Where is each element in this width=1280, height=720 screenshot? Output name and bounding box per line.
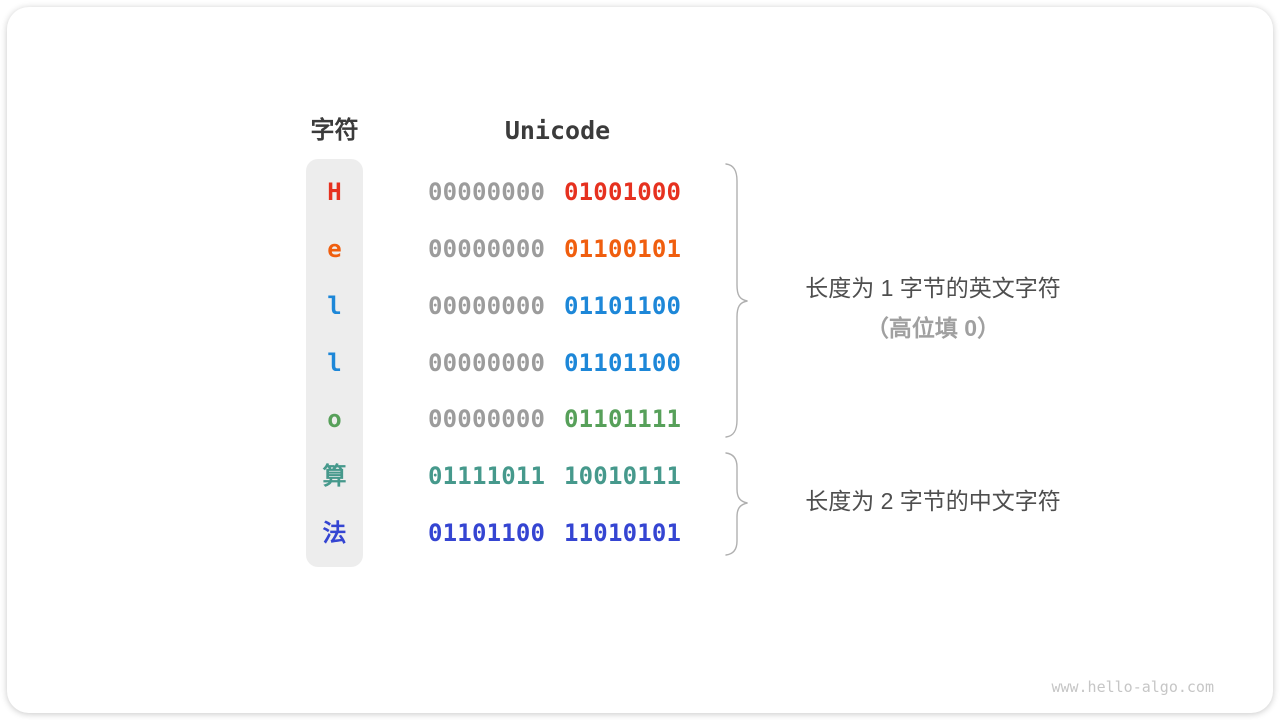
- table-row: 算 01111011 10010111: [0, 458, 1280, 494]
- char-cell: l: [327, 349, 342, 377]
- unicode-high-byte: 00000000: [428, 349, 546, 377]
- annotation-line: 长度为 1 字节的英文字符: [805, 275, 1061, 301]
- unicode-low-byte: 01101100: [564, 292, 682, 320]
- table-row: 法 01101100 11010101: [0, 515, 1280, 551]
- char-cell: e: [327, 235, 342, 263]
- char-cell: H: [327, 178, 342, 206]
- table-row: o 00000000 01101111: [0, 401, 1280, 437]
- annotation-line-muted: （高位填 0）: [865, 315, 1001, 341]
- unicode-high-byte: 01111011: [428, 462, 546, 490]
- char-cell: l: [327, 292, 342, 320]
- table-row: l 00000000 01101100: [0, 345, 1280, 381]
- annotation-chinese-chars: 长度为 2 字节的中文字符: [748, 486, 1118, 516]
- column-header-char: 字符: [310, 117, 359, 144]
- annotation-english-chars: 长度为 1 字节的英文字符 （高位填 0）: [748, 268, 1118, 348]
- unicode-low-byte: 11010101: [564, 519, 682, 547]
- char-cell: 法: [322, 519, 347, 547]
- annotation-line: 长度为 2 字节的中文字符: [805, 488, 1061, 514]
- unicode-low-byte: 01100101: [564, 235, 682, 263]
- unicode-high-byte: 00000000: [428, 178, 546, 206]
- table-row: H 00000000 01001000: [0, 174, 1280, 210]
- table-row: e 00000000 01100101: [0, 231, 1280, 267]
- unicode-high-byte: 01101100: [428, 519, 546, 547]
- diagram-card: [7, 7, 1273, 713]
- unicode-high-byte: 00000000: [428, 235, 546, 263]
- char-column-background: [306, 159, 363, 567]
- unicode-low-byte: 10010111: [564, 462, 682, 490]
- column-header-unicode: Unicode: [504, 116, 611, 145]
- char-cell: 算: [322, 462, 347, 490]
- unicode-low-byte: 01001000: [564, 178, 682, 206]
- watermark-url: www.hello-algo.com: [1051, 678, 1214, 696]
- unicode-high-byte: 00000000: [428, 405, 546, 433]
- unicode-low-byte: 01101100: [564, 349, 682, 377]
- table-row: l 00000000 01101100: [0, 288, 1280, 324]
- unicode-high-byte: 00000000: [428, 292, 546, 320]
- unicode-low-byte: 01101111: [564, 405, 682, 433]
- char-cell: o: [327, 405, 342, 433]
